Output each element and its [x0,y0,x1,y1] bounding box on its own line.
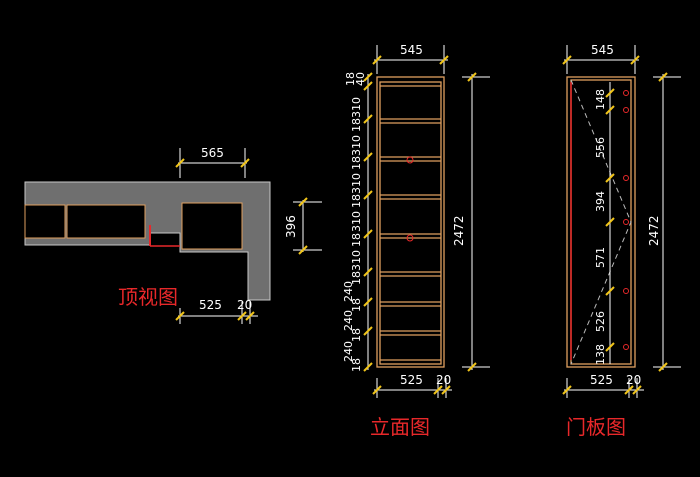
elevation-hinge-mark-1 [406,156,414,164]
elevation-chain-label: 240 [342,310,355,331]
door-dim-bottom-right-label: 20 [626,373,641,387]
elevation-chain-label: 240 [342,341,355,362]
elevation-chain-label: 18 [350,156,363,170]
elevation-dim-width-label: 545 [400,43,423,57]
elevation-chain-label: 18 [350,271,363,285]
elevation-title: 立面图 [370,415,430,439]
door-dim-bottom: 525 20 [562,373,644,398]
door-panel-outer [566,76,636,368]
elevation-cabinet-inner [379,81,442,365]
elevation-chain-label: 310 [350,135,363,156]
elevation-hinge-mark-2 [406,234,414,242]
door-hinge-marks [623,90,629,350]
elevation-chain-label: 310 [350,250,363,271]
door-inner-chain: 148 556 394 571 526 138 [594,82,615,365]
top-view-dim-left: 396 [284,197,322,255]
top-view-cabinet-left [24,204,66,239]
elevation-chain-label: 310 [350,173,363,194]
elevation-chain-label: 310 [350,211,363,232]
door-chain-label: 571 [594,247,607,268]
elevation-chain-label: 40 [354,72,367,86]
door-chain-label: 138 [594,344,607,365]
elevation-chain-label: 18 [344,72,357,86]
door-chain-label: 526 [594,311,607,332]
door-dim-height-label: 2472 [647,215,661,246]
door-dim-width-label: 545 [591,43,614,57]
door-dim-bottom-label: 525 [590,373,613,387]
door-dim-height: 2472 [647,72,681,372]
top-view-dim-top-label: 565 [201,146,224,160]
elevation-chain-label: 18 [350,328,363,342]
elevation-view: 545 2472 [342,43,490,439]
top-view-dim-top: 565 [175,146,250,178]
elevation-dim-bottom: 525 20 [372,373,452,398]
top-view-dim-bottom-label: 525 [199,298,222,312]
elevation-dim-width: 545 [372,43,449,74]
door-chain-label: 148 [594,89,607,110]
elevation-dim-height-label: 2472 [452,215,466,246]
door-chain-label: 394 [594,191,607,212]
top-view-dim-left-label: 396 [284,215,298,238]
elevation-chain-label: 18 [350,118,363,132]
elevation-chain-label: 240 [342,281,355,302]
elevation-chain-label: 18 [350,194,363,208]
elevation-chain-label: 18 [350,298,363,312]
elevation-dim-chain: 18 40 310 18 310 18 310 18 310 18 310 18… [342,72,373,372]
door-dim-width: 545 [562,43,640,74]
elevation-dim-height: 2472 [452,72,490,372]
door-opening-lines [570,79,632,365]
door-title: 门板图 [566,415,626,439]
elevation-dim-bottom-label: 525 [400,373,423,387]
top-view-dim-bottom-right-label: 20 [237,298,252,312]
top-view-cabinet-mid [66,204,146,239]
elevation-dim-bottom-right-label: 20 [436,373,451,387]
elevation-shelves [380,85,441,361]
elevation-chain-label: 18 [350,358,363,372]
door-chain-label: 556 [594,137,607,158]
top-view-title: 顶视图 [118,285,178,309]
door-view: 148 556 394 571 526 138 545 2472 [562,43,681,439]
elevation-chain-label: 18 [350,233,363,247]
elevation-chain-label: 310 [350,97,363,118]
top-view-cabinet-right [181,202,243,250]
top-view-dim-bottom: 525 20 [175,298,258,324]
elevation-cabinet-outer [376,76,445,368]
top-view: 565 396 525 20 顶视图 [24,146,322,324]
